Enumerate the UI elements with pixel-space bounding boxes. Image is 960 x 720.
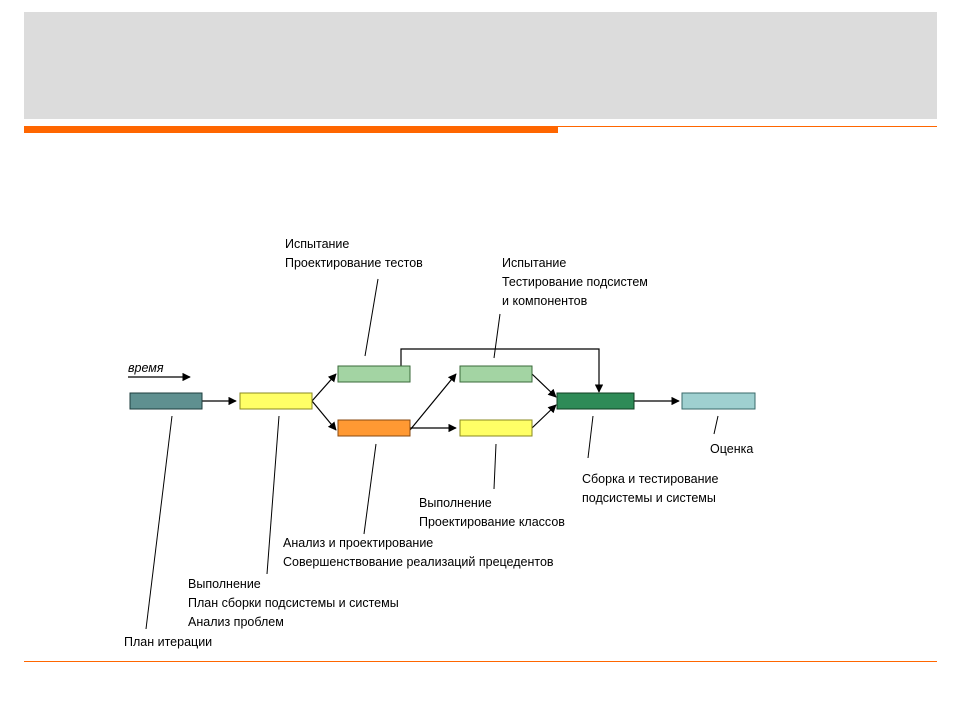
leader-subsystem-test	[493, 313, 501, 359]
leader-iteration-plan	[145, 415, 173, 630]
label-analysis-design: Анализ и проектирование Совершенствовани…	[283, 536, 554, 569]
box-subsystem-test	[459, 365, 533, 383]
arrow-build-to-analysis	[311, 400, 337, 431]
leader-build-plan	[266, 415, 280, 575]
arrow-subsystemtest-to-assembly	[531, 373, 557, 398]
leader-test-design	[364, 278, 379, 357]
arrow-testdesign-to-assembly	[400, 348, 604, 393]
label-build-plan: Выполнение План сборки подсистемы и сист…	[188, 577, 402, 629]
slide-title-band	[24, 12, 937, 119]
label-class-design: Выполнение Проектирование классов	[419, 496, 565, 529]
label-evaluation: Оценка	[710, 442, 753, 456]
arrow-analysis-to-subsystemtest	[409, 373, 457, 431]
accent-bar-top-thick	[24, 126, 558, 133]
accent-line-top-thin	[558, 126, 937, 127]
leader-analysis-design	[363, 443, 377, 535]
iteration-workflow-diagram: время Испытание Проектировани	[122, 234, 770, 654]
box-evaluation	[681, 392, 756, 410]
box-iteration-plan	[129, 392, 203, 410]
leader-evaluation	[713, 415, 719, 435]
label-test-design: Испытание Проектирование тестов	[285, 237, 423, 270]
workflow-svg: время Испытание Проектировани	[124, 237, 756, 649]
label-subsystem-test: Испытание Тестирование подсистем и компо…	[502, 256, 651, 308]
box-build-plan	[239, 392, 313, 410]
box-assembly-test	[556, 392, 635, 410]
box-analysis-design	[337, 419, 411, 437]
box-class-design	[459, 419, 533, 437]
accent-line-bottom	[24, 661, 937, 662]
arrow-classdesign-to-assembly	[531, 404, 557, 429]
leader-assembly-test	[587, 415, 594, 459]
leader-class-design	[493, 443, 497, 490]
box-test-design	[337, 365, 411, 383]
label-assembly-test: Сборка и тестирование подсистемы и систе…	[582, 472, 722, 505]
time-label: время	[128, 361, 164, 375]
label-iteration-plan: План итерации	[124, 635, 212, 649]
arrow-build-to-testdesign	[311, 373, 337, 402]
